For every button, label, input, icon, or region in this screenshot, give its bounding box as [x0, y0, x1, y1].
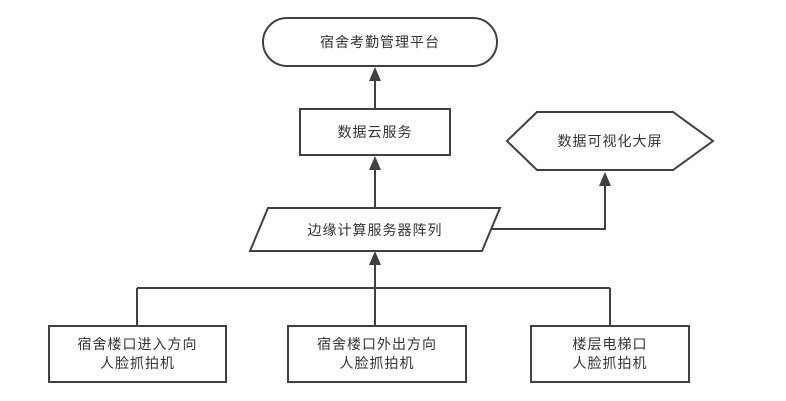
arrowhead-to-platform	[369, 67, 381, 81]
node-cloud-label: 数据云服务	[337, 123, 413, 140]
node-screen-shape	[505, 111, 715, 171]
node-cam-out-label-line2: 人脸抓拍机	[339, 355, 415, 371]
node-cam-in-label-line1: 宿舍楼口进入方向	[77, 336, 198, 353]
node-cam-in: 宿舍楼口进入方向 人脸抓拍机	[48, 325, 227, 383]
node-cam-in-label-line2: 人脸抓拍机	[100, 355, 175, 371]
node-cloud: 数据云服务	[299, 108, 451, 156]
node-platform-label: 宿舍考勤管理平台	[320, 33, 440, 50]
arrowhead-to-cloud	[369, 156, 381, 170]
arrowhead-to-edge	[369, 251, 381, 265]
node-platform: 宿舍考勤管理平台	[262, 17, 498, 67]
node-cam-elevator-label-line1: 楼层电梯口	[572, 336, 648, 353]
arrowhead-to-screen	[599, 172, 611, 186]
node-cam-elevator: 楼层电梯口 人脸抓拍机	[530, 325, 690, 383]
connector-edge-to-screen	[492, 184, 606, 230]
node-cam-out-label-line1: 宿舍楼口外出方向	[317, 336, 437, 353]
node-edge-shape	[248, 207, 502, 252]
node-cam-elevator-label-line2: 人脸抓拍机	[572, 355, 648, 371]
node-cam-out: 宿舍楼口外出方向 人脸抓拍机	[287, 325, 467, 383]
